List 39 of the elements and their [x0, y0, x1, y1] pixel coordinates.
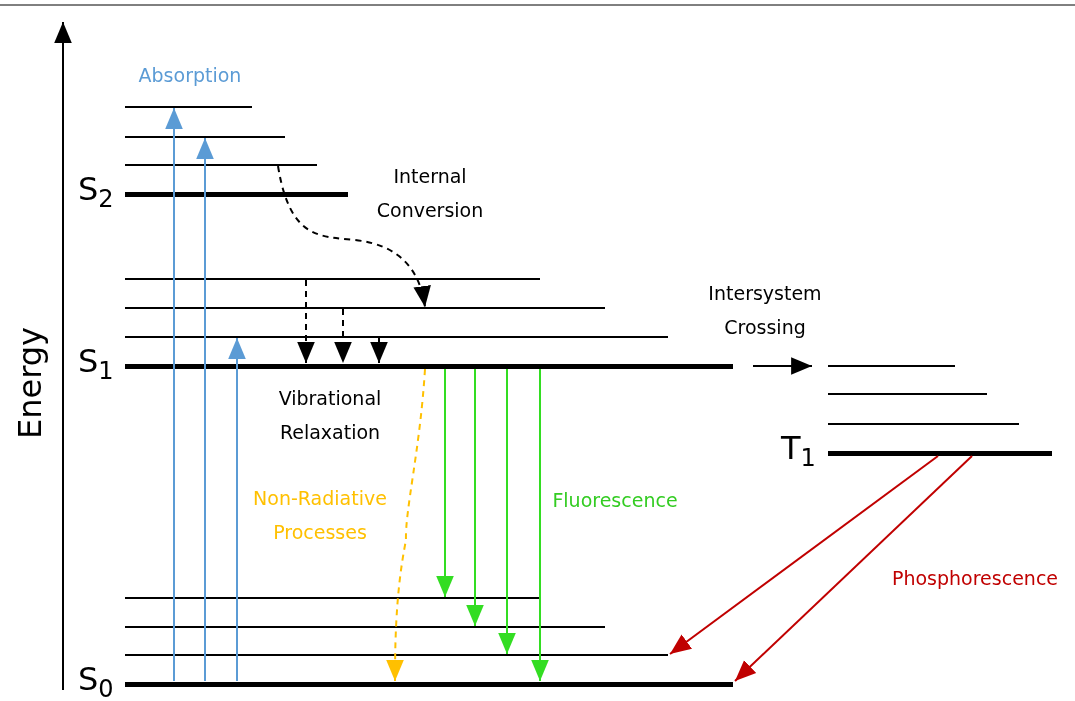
vibrational-level-line	[125, 336, 668, 338]
process-label: Absorption	[137, 63, 243, 88]
vibrational-level-line	[828, 393, 987, 395]
vibrational-level-line	[125, 164, 317, 166]
process-label: Non-Radiative Processes	[252, 486, 388, 545]
arrow	[466, 368, 484, 627]
state-label: S$_{1}$	[78, 342, 115, 388]
vibrational-level-line	[125, 654, 668, 656]
arrow	[277, 165, 431, 308]
vibrational-level-line	[125, 278, 540, 280]
arrow	[165, 107, 183, 682]
process-label: Internal Conversion	[375, 164, 485, 223]
arrow	[228, 337, 246, 682]
vibrational-level-line	[125, 307, 605, 309]
arrow	[752, 357, 813, 375]
vibrational-level-line	[828, 365, 955, 367]
arrow	[669, 455, 939, 655]
vibrational-level-line	[828, 423, 1019, 425]
state-label: T$_{1}$	[781, 429, 817, 475]
process-label: Phosphorescence	[890, 566, 1059, 591]
axis-label: Energy	[10, 326, 50, 441]
process-label: Fluorescence	[551, 488, 679, 513]
vibrational-level-line	[125, 626, 605, 628]
arrow	[498, 368, 516, 655]
arrow	[196, 137, 214, 682]
vibrational-level-line	[125, 597, 540, 599]
arrow	[334, 308, 352, 364]
arrow	[297, 279, 315, 364]
arrow	[436, 368, 454, 598]
process-label: Intersystem Crossing	[707, 281, 823, 340]
arrow	[531, 368, 549, 682]
state-label: S$_{0}$	[78, 660, 115, 701]
arrow	[370, 337, 388, 364]
arrow	[734, 455, 973, 682]
state-label: S$_{2}$	[78, 170, 115, 216]
arrow	[386, 368, 426, 682]
vibrational-level-line	[125, 106, 252, 108]
vibrational-level-line	[125, 136, 285, 138]
process-label: Vibrational Relaxation	[277, 386, 383, 445]
